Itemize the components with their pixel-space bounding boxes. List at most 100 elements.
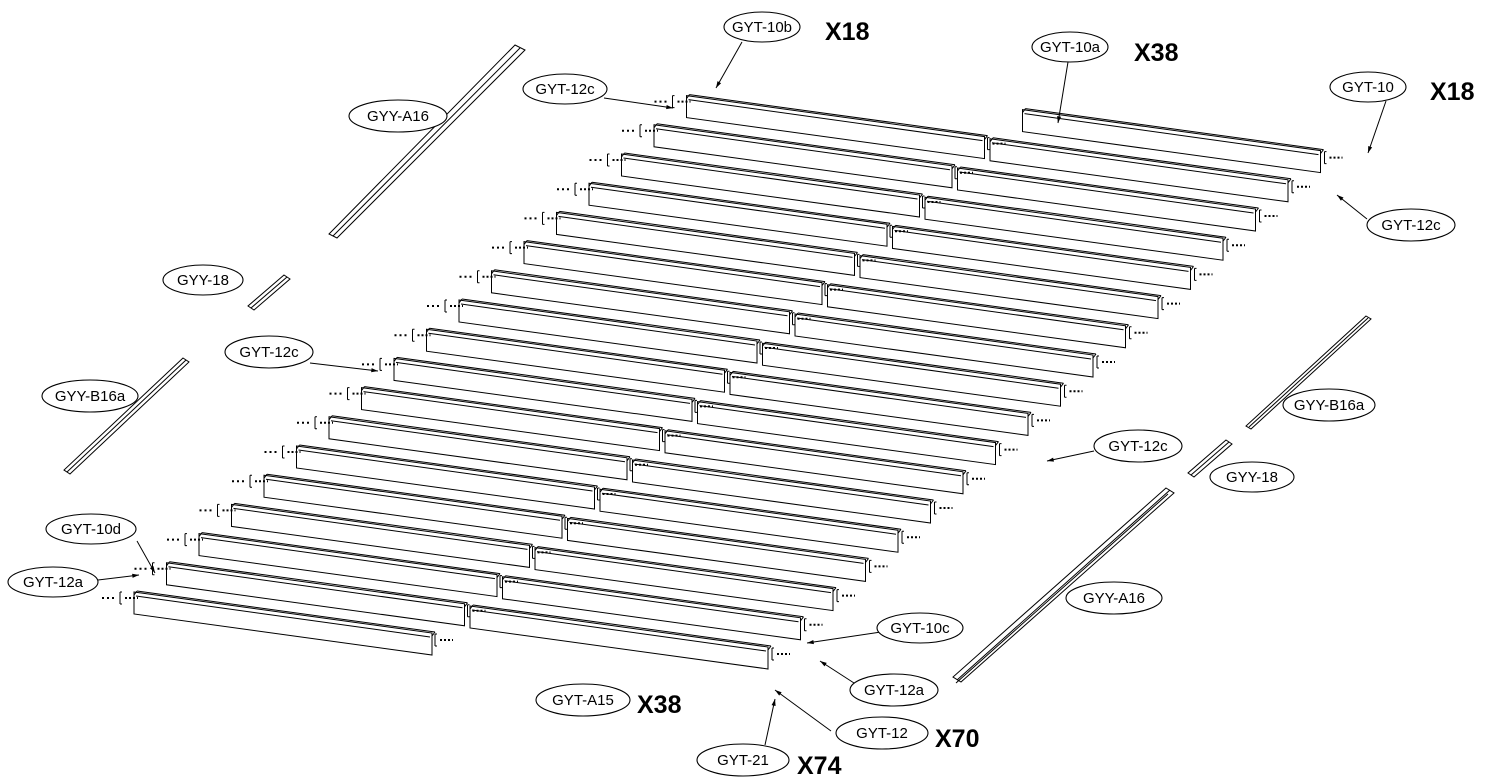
bracket-screw-right — [901, 530, 920, 544]
bracket-screw-left — [119, 591, 138, 605]
bracket-screw-middle — [564, 516, 583, 530]
part-number-label: GYY-B16a — [1294, 397, 1365, 414]
panel-right — [924, 195, 1227, 261]
bracket-screw-middle — [434, 633, 453, 647]
panel-left — [556, 210, 858, 276]
quantity-label: X18 — [825, 18, 870, 46]
bracket-screw-middle — [727, 370, 746, 384]
part-number-label: GYT-10b — [732, 19, 792, 36]
panel-left — [458, 298, 761, 364]
panel-left — [133, 590, 436, 656]
callout-oval — [1209, 461, 1295, 493]
bracket-screw-middle — [759, 341, 778, 355]
panel-left — [588, 181, 891, 247]
bracket-screw-left — [542, 211, 561, 225]
bracket-screw-middle — [499, 575, 518, 589]
part-number-label: GYY-A16 — [367, 108, 429, 125]
part-number-label: GYT-21 — [717, 752, 769, 769]
rail-gyy-b16a-right — [1245, 315, 1372, 430]
bracket-screw-middle — [467, 604, 486, 618]
panel-right — [697, 400, 999, 466]
bracket-screw-left — [184, 533, 203, 547]
bracket-screw-left — [607, 153, 626, 167]
part-number-label: GYT-A15 — [552, 692, 614, 709]
bracket-screw-middle — [597, 487, 616, 501]
leader-line — [774, 689, 832, 732]
callout-oval — [723, 11, 801, 43]
panel-array — [102, 94, 1343, 670]
bracket-screw-right — [1291, 180, 1310, 194]
quantity-label: X38 — [1134, 39, 1179, 67]
callout-oval — [535, 683, 631, 717]
bracket-screw-left — [509, 241, 528, 255]
leader-line — [819, 660, 855, 684]
callout-gyy-18: GYY-18 — [162, 264, 244, 296]
leader-line — [97, 573, 140, 581]
quantity-label: X74 — [797, 752, 842, 780]
panel-right — [762, 341, 1064, 407]
callout-oval — [835, 716, 929, 750]
callout-gyt-12a: GYT-12a — [7, 566, 99, 598]
bracket-gyy-18-right — [1187, 439, 1233, 478]
bracket-screw-left — [477, 270, 496, 284]
panel-left — [393, 356, 696, 422]
bracket-screw-right — [1259, 209, 1278, 223]
callout-gyt-10d: GYT-10d — [45, 513, 137, 545]
callout-gyt-10c: GYT-10c — [876, 612, 964, 644]
part-number-label: GYY-B16a — [55, 388, 126, 405]
part-number-label: GYY-A16 — [1083, 590, 1145, 607]
part-number-label: GYY-18 — [1226, 469, 1278, 486]
panel-right — [567, 516, 869, 582]
bracket-screw-left — [347, 387, 366, 401]
bracket-screw-right — [869, 559, 888, 573]
callout-oval — [1093, 429, 1183, 463]
callout-oval — [1065, 581, 1163, 615]
bracket-screw-right — [1161, 297, 1180, 311]
bracket-screw-left — [249, 474, 268, 488]
panel-right — [469, 604, 772, 670]
callout-oval — [224, 335, 314, 369]
part-number-label: GYT-10d — [61, 521, 121, 538]
bracket-screw-left — [412, 328, 431, 342]
bracket-screw-right — [836, 589, 855, 603]
bracket-screw-right — [804, 618, 823, 632]
callout-oval — [348, 99, 448, 133]
callout-gyt-12c: GYT-12c — [224, 335, 314, 369]
leader-line — [309, 362, 379, 373]
panel-right — [957, 166, 1259, 232]
leader-line — [1057, 61, 1069, 124]
panel-right — [892, 224, 1194, 290]
bracket-screw-middle — [857, 253, 876, 267]
bracket-screw-right — [1226, 238, 1245, 252]
callout-gyy-a16: GYY-A16 — [1065, 581, 1163, 615]
callout-oval — [1366, 208, 1456, 242]
rail-gyy-a16-top — [328, 44, 526, 239]
panel-left — [328, 415, 631, 481]
callout-gyt-12c: GYT-12c — [1093, 429, 1183, 463]
quantity-label: X38 — [637, 691, 682, 719]
callout-gyt-a15: GYT-A15 X38 — [535, 683, 682, 719]
callout-oval — [876, 612, 964, 644]
leader-line — [806, 631, 882, 645]
panel-left — [653, 123, 956, 189]
leader-line — [1336, 194, 1368, 220]
callout-oval — [1282, 388, 1376, 422]
panel-right — [794, 312, 1097, 378]
panel-right — [599, 487, 902, 553]
panel-left — [491, 269, 793, 335]
bracket-screw-middle — [824, 283, 843, 297]
panel-right — [632, 458, 934, 524]
bracket-gyy-18-left — [247, 274, 291, 311]
bracket-screw-middle — [629, 458, 648, 472]
part-number-label: GYT-12c — [239, 344, 299, 361]
callout-gyt-12c: GYT-12c — [1366, 208, 1456, 242]
bracket-screw-right — [1064, 384, 1083, 398]
bracket-screw-right — [1324, 151, 1343, 165]
panel-left — [621, 152, 923, 218]
part-number-label: GYT-12c — [535, 81, 595, 98]
callout-oval — [41, 379, 139, 413]
bracket-screw-left — [574, 182, 593, 196]
bracket-screw-middle — [662, 429, 681, 443]
